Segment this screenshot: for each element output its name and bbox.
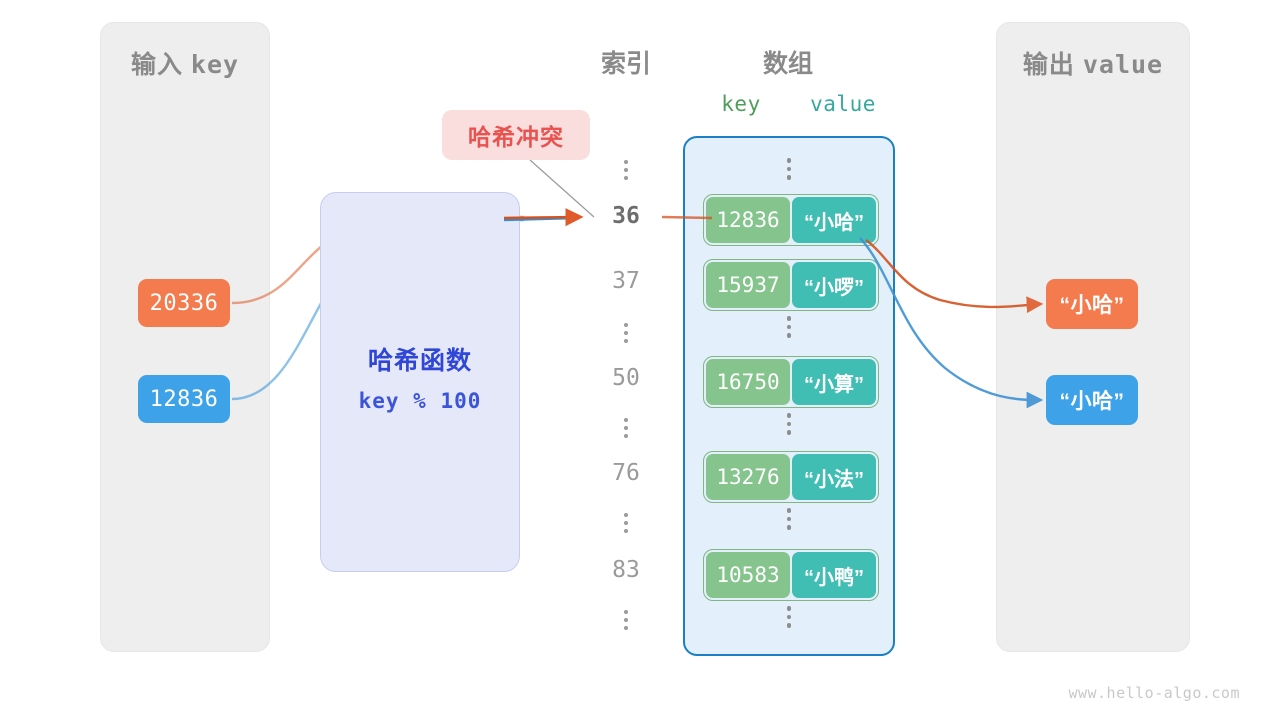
bucket-value: “小鸭” bbox=[792, 552, 876, 598]
array-bucket[interactable]: 16750“小算” bbox=[703, 356, 879, 408]
collision-leader-line bbox=[529, 159, 595, 218]
array-ellipsis bbox=[685, 606, 893, 628]
index-label: 36 bbox=[612, 203, 640, 229]
input-panel-title: 输入 key bbox=[101, 45, 269, 81]
key-column-label: key bbox=[721, 92, 761, 116]
bucket-key: 10583 bbox=[706, 552, 790, 598]
index-ellipsis bbox=[588, 513, 664, 533]
bucket-value: “小算” bbox=[792, 359, 876, 405]
watermark: www.hello-algo.com bbox=[1068, 684, 1240, 702]
bucket-key: 15937 bbox=[706, 262, 790, 308]
array-ellipsis bbox=[685, 508, 893, 530]
bucket-key: 13276 bbox=[706, 454, 790, 500]
hash-function-formula: key % 100 bbox=[358, 389, 482, 413]
index-column: 36 37 50 76 83 bbox=[588, 140, 664, 645]
index-ellipsis bbox=[588, 610, 664, 630]
array-ellipsis bbox=[685, 316, 893, 338]
bucket-key: 12836 bbox=[706, 197, 790, 243]
output-panel-title-cjk: 输出 bbox=[1022, 51, 1075, 79]
hash-collision-callout: 哈希冲突 bbox=[442, 110, 590, 160]
bucket-key: 16750 bbox=[706, 359, 790, 405]
array-container: 12836“小哈”15937“小啰”16750“小算”13276“小法”1058… bbox=[683, 136, 895, 656]
index-label: 50 bbox=[612, 365, 640, 391]
input-key-pill[interactable]: 12836 bbox=[138, 375, 230, 423]
hash-function-title: 哈希函数 bbox=[367, 347, 472, 375]
index-label: 83 bbox=[612, 557, 640, 583]
output-value-pill[interactable]: “小哈” bbox=[1046, 279, 1138, 329]
array-ellipsis bbox=[685, 413, 893, 435]
input-panel: 输入 key bbox=[100, 22, 270, 652]
array-bucket[interactable]: 10583“小鸭” bbox=[703, 549, 879, 601]
index-ellipsis bbox=[588, 418, 664, 438]
array-column-heading: 数组 bbox=[762, 50, 813, 78]
output-panel: 输出 value bbox=[996, 22, 1190, 652]
array-bucket[interactable]: 13276“小法” bbox=[703, 451, 879, 503]
input-panel-title-cjk: 输入 bbox=[130, 51, 183, 79]
input-panel-title-mono: key bbox=[190, 50, 240, 79]
key-value-header: key value bbox=[690, 92, 894, 116]
array-bucket[interactable]: 15937“小啰” bbox=[703, 259, 879, 311]
index-label: 76 bbox=[612, 460, 640, 486]
index-label: 37 bbox=[612, 268, 640, 294]
output-panel-title: 输出 value bbox=[997, 45, 1189, 81]
bucket-value: “小啰” bbox=[792, 262, 876, 308]
array-ellipsis bbox=[685, 158, 893, 180]
output-value-pill[interactable]: “小哈” bbox=[1046, 375, 1138, 425]
output-panel-title-mono: value bbox=[1082, 50, 1164, 79]
index-column-heading: 索引 bbox=[600, 50, 651, 78]
hash-function-box: 哈希函数 key % 100 bbox=[320, 192, 520, 572]
input-key-pill[interactable]: 20336 bbox=[138, 279, 230, 327]
index-ellipsis bbox=[588, 323, 664, 343]
array-bucket[interactable]: 12836“小哈” bbox=[703, 194, 879, 246]
index-ellipsis bbox=[588, 160, 664, 180]
value-column-label: value bbox=[810, 92, 876, 116]
bucket-value: “小哈” bbox=[792, 197, 876, 243]
bucket-value: “小法” bbox=[792, 454, 876, 500]
